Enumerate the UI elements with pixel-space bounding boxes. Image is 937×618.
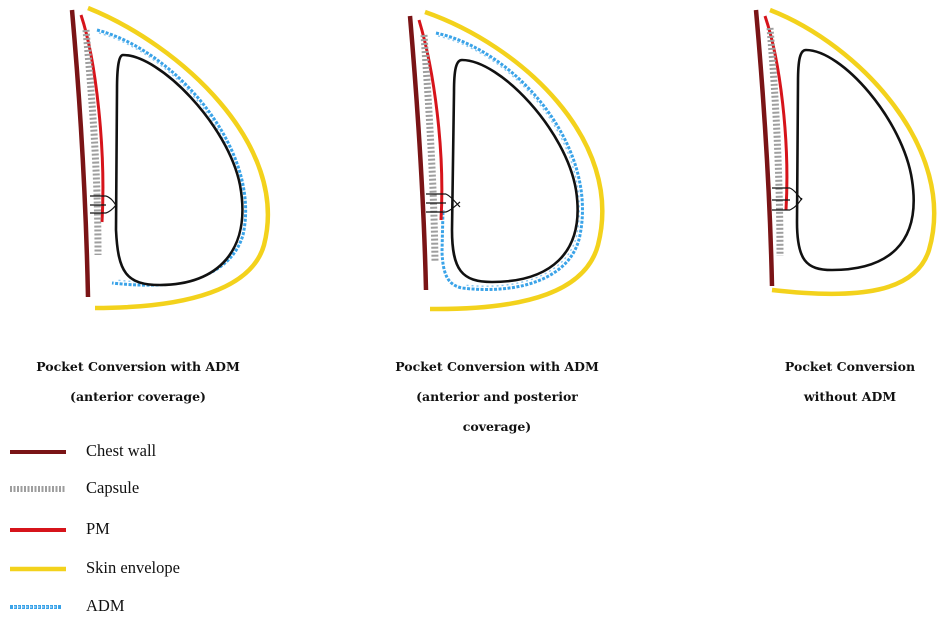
caption-without-adm: Pocket Conversion without ADM <box>730 344 937 419</box>
adm-swatch <box>8 596 68 618</box>
panel-anterior-posterior-coverage <box>410 12 602 309</box>
caption-line: (anterior and posterior <box>377 389 617 404</box>
caption-line: (anterior coverage) <box>18 389 258 404</box>
legend-label: PM <box>86 519 110 539</box>
caption-line: coverage) <box>377 419 617 434</box>
caption-line: Pocket Conversion with ADM <box>18 359 258 374</box>
chest-wall <box>410 16 426 290</box>
implant-outline <box>797 50 914 270</box>
chest-wall <box>756 10 772 286</box>
caption-line: Pocket Conversion <box>730 359 937 374</box>
caption-line: without ADM <box>730 389 937 404</box>
legend-item-skin-envelope: Skin envelope <box>8 558 268 582</box>
chest-wall <box>72 10 88 297</box>
capsule-swatch <box>8 478 68 500</box>
skin-envelope-swatch <box>8 558 68 580</box>
pm-swatch <box>8 519 68 541</box>
implant-outline <box>116 55 242 285</box>
caption-anterior-posterior-coverage: Pocket Conversion with ADM (anterior and… <box>377 344 617 449</box>
panel-anterior-coverage <box>72 8 268 308</box>
caption-anterior-coverage: Pocket Conversion with ADM (anterior cov… <box>18 344 258 419</box>
chest-wall-swatch <box>8 441 68 463</box>
panel-without-adm <box>756 10 934 294</box>
legend-item-pm: PM <box>8 519 268 543</box>
legend-item-chest-wall: Chest wall <box>8 441 268 465</box>
implant-outline <box>452 60 578 282</box>
legend-item-adm: ADM <box>8 596 268 618</box>
caption-line: Pocket Conversion with ADM <box>377 359 617 374</box>
legend-label: Skin envelope <box>86 558 180 578</box>
legend-label: Chest wall <box>86 441 156 461</box>
legend-item-capsule: Capsule <box>8 478 268 502</box>
legend-label: ADM <box>86 596 125 616</box>
legend-label: Capsule <box>86 478 139 498</box>
